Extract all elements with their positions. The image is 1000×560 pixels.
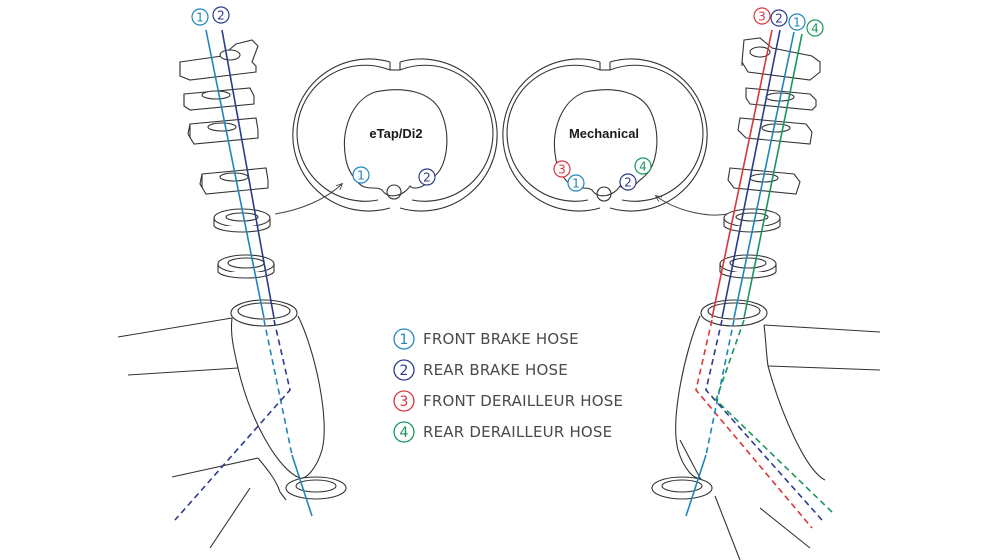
right-lower-cup bbox=[651, 476, 713, 500]
legend-item-rear-derailleur: 4 REAR DERAILLEUR HOSE bbox=[393, 421, 612, 443]
right-detail-badge-front-brake: 1 bbox=[567, 174, 585, 192]
right-rear-brake-hose bbox=[721, 29, 781, 319]
left-detail-cap: eTap/Di2 1 2 bbox=[292, 58, 498, 212]
left-hoses bbox=[174, 29, 313, 521]
legend-label: FRONT BRAKE HOSE bbox=[423, 330, 579, 348]
left-rear-brake-hose-internal bbox=[174, 319, 291, 521]
right-detail-arrow bbox=[656, 196, 729, 216]
left-front-brake-hose-exit bbox=[291, 454, 313, 517]
legend-label: REAR BRAKE HOSE bbox=[423, 361, 568, 379]
legend-item-front-brake: 1 FRONT BRAKE HOSE bbox=[393, 328, 579, 350]
legend-label: FRONT DERAILLEUR HOSE bbox=[423, 392, 623, 410]
left-badge-rear-brake: 2 bbox=[212, 6, 230, 24]
svg-text:2: 2 bbox=[217, 9, 225, 23]
svg-text:2: 2 bbox=[423, 171, 431, 185]
svg-text:1: 1 bbox=[357, 169, 365, 183]
right-bearing-lower bbox=[719, 254, 777, 279]
legend: 1 FRONT BRAKE HOSE 2 REAR BRAKE HOSE 3 F… bbox=[393, 328, 623, 443]
left-headtube-top bbox=[230, 299, 298, 327]
right-rear-derailleur-hose bbox=[743, 33, 803, 319]
left-bearing-lower bbox=[217, 254, 275, 279]
right-frame bbox=[675, 315, 881, 560]
right-spacer-2 bbox=[737, 117, 813, 145]
svg-text:1: 1 bbox=[793, 16, 801, 30]
right-badge-rear-brake: 2 bbox=[770, 9, 788, 27]
right-detail-title: Mechanical bbox=[569, 126, 639, 141]
svg-text:3: 3 bbox=[400, 394, 409, 410]
svg-text:2: 2 bbox=[775, 12, 783, 26]
svg-text:4: 4 bbox=[811, 22, 819, 36]
right-front-brake-hose-internal bbox=[705, 319, 735, 456]
right-rear-brake-hose-internal bbox=[705, 319, 823, 521]
left-spacer-2 bbox=[187, 117, 259, 145]
right-front-brake-hose bbox=[733, 31, 795, 319]
svg-text:4: 4 bbox=[639, 160, 647, 174]
right-front-derailleur-hose bbox=[711, 29, 773, 319]
right-assembly: 3 2 1 4 bbox=[651, 7, 881, 560]
right-detail-badge-front-derailleur: 3 bbox=[553, 160, 571, 178]
svg-text:2: 2 bbox=[400, 363, 409, 379]
left-detail-badge-front-brake: 1 bbox=[352, 166, 370, 184]
right-detail-badge-rear-brake: 2 bbox=[619, 173, 637, 191]
svg-text:3: 3 bbox=[558, 163, 566, 177]
right-badge-front-derailleur: 3 bbox=[753, 7, 771, 25]
right-detail-cap: Mechanical 3 1 2 4 bbox=[502, 58, 708, 212]
left-detail-arrow bbox=[274, 184, 342, 215]
svg-text:2: 2 bbox=[624, 176, 632, 190]
right-badge-rear-derailleur: 4 bbox=[806, 19, 824, 37]
right-hoses bbox=[685, 29, 833, 529]
left-front-brake-hose bbox=[205, 29, 265, 319]
right-badge-front-brake: 1 bbox=[788, 13, 806, 31]
right-front-derailleur-hose-internal bbox=[695, 319, 813, 529]
left-headset-stack bbox=[179, 39, 347, 500]
left-rear-brake-hose bbox=[221, 29, 275, 319]
legend-item-front-derailleur: 3 FRONT DERAILLEUR HOSE bbox=[393, 390, 623, 412]
left-assembly: 1 2 bbox=[117, 6, 347, 549]
svg-text:4: 4 bbox=[400, 425, 409, 441]
legend-label: REAR DERAILLEUR HOSE bbox=[423, 423, 612, 441]
left-detail-badge-rear-brake: 2 bbox=[418, 168, 436, 186]
right-top-cap bbox=[741, 37, 821, 81]
svg-text:3: 3 bbox=[758, 10, 766, 24]
left-front-brake-hose-internal bbox=[263, 319, 293, 456]
left-spacer-1 bbox=[183, 87, 255, 111]
svg-text:1: 1 bbox=[400, 332, 409, 348]
svg-text:1: 1 bbox=[572, 177, 580, 191]
left-detail-title: eTap/Di2 bbox=[369, 126, 422, 141]
left-frame bbox=[117, 315, 325, 549]
left-top-cap bbox=[179, 39, 259, 81]
right-rear-derailleur-hose-internal bbox=[715, 319, 833, 513]
legend-item-rear-brake: 2 REAR BRAKE HOSE bbox=[393, 359, 568, 381]
svg-text:1: 1 bbox=[196, 11, 204, 25]
right-front-brake-hose-exit bbox=[685, 454, 707, 517]
left-badge-front-brake: 1 bbox=[191, 8, 209, 26]
left-lower-cup bbox=[285, 476, 347, 500]
right-headset-stack bbox=[651, 37, 821, 500]
right-detail-badge-rear-derailleur: 4 bbox=[634, 157, 652, 175]
